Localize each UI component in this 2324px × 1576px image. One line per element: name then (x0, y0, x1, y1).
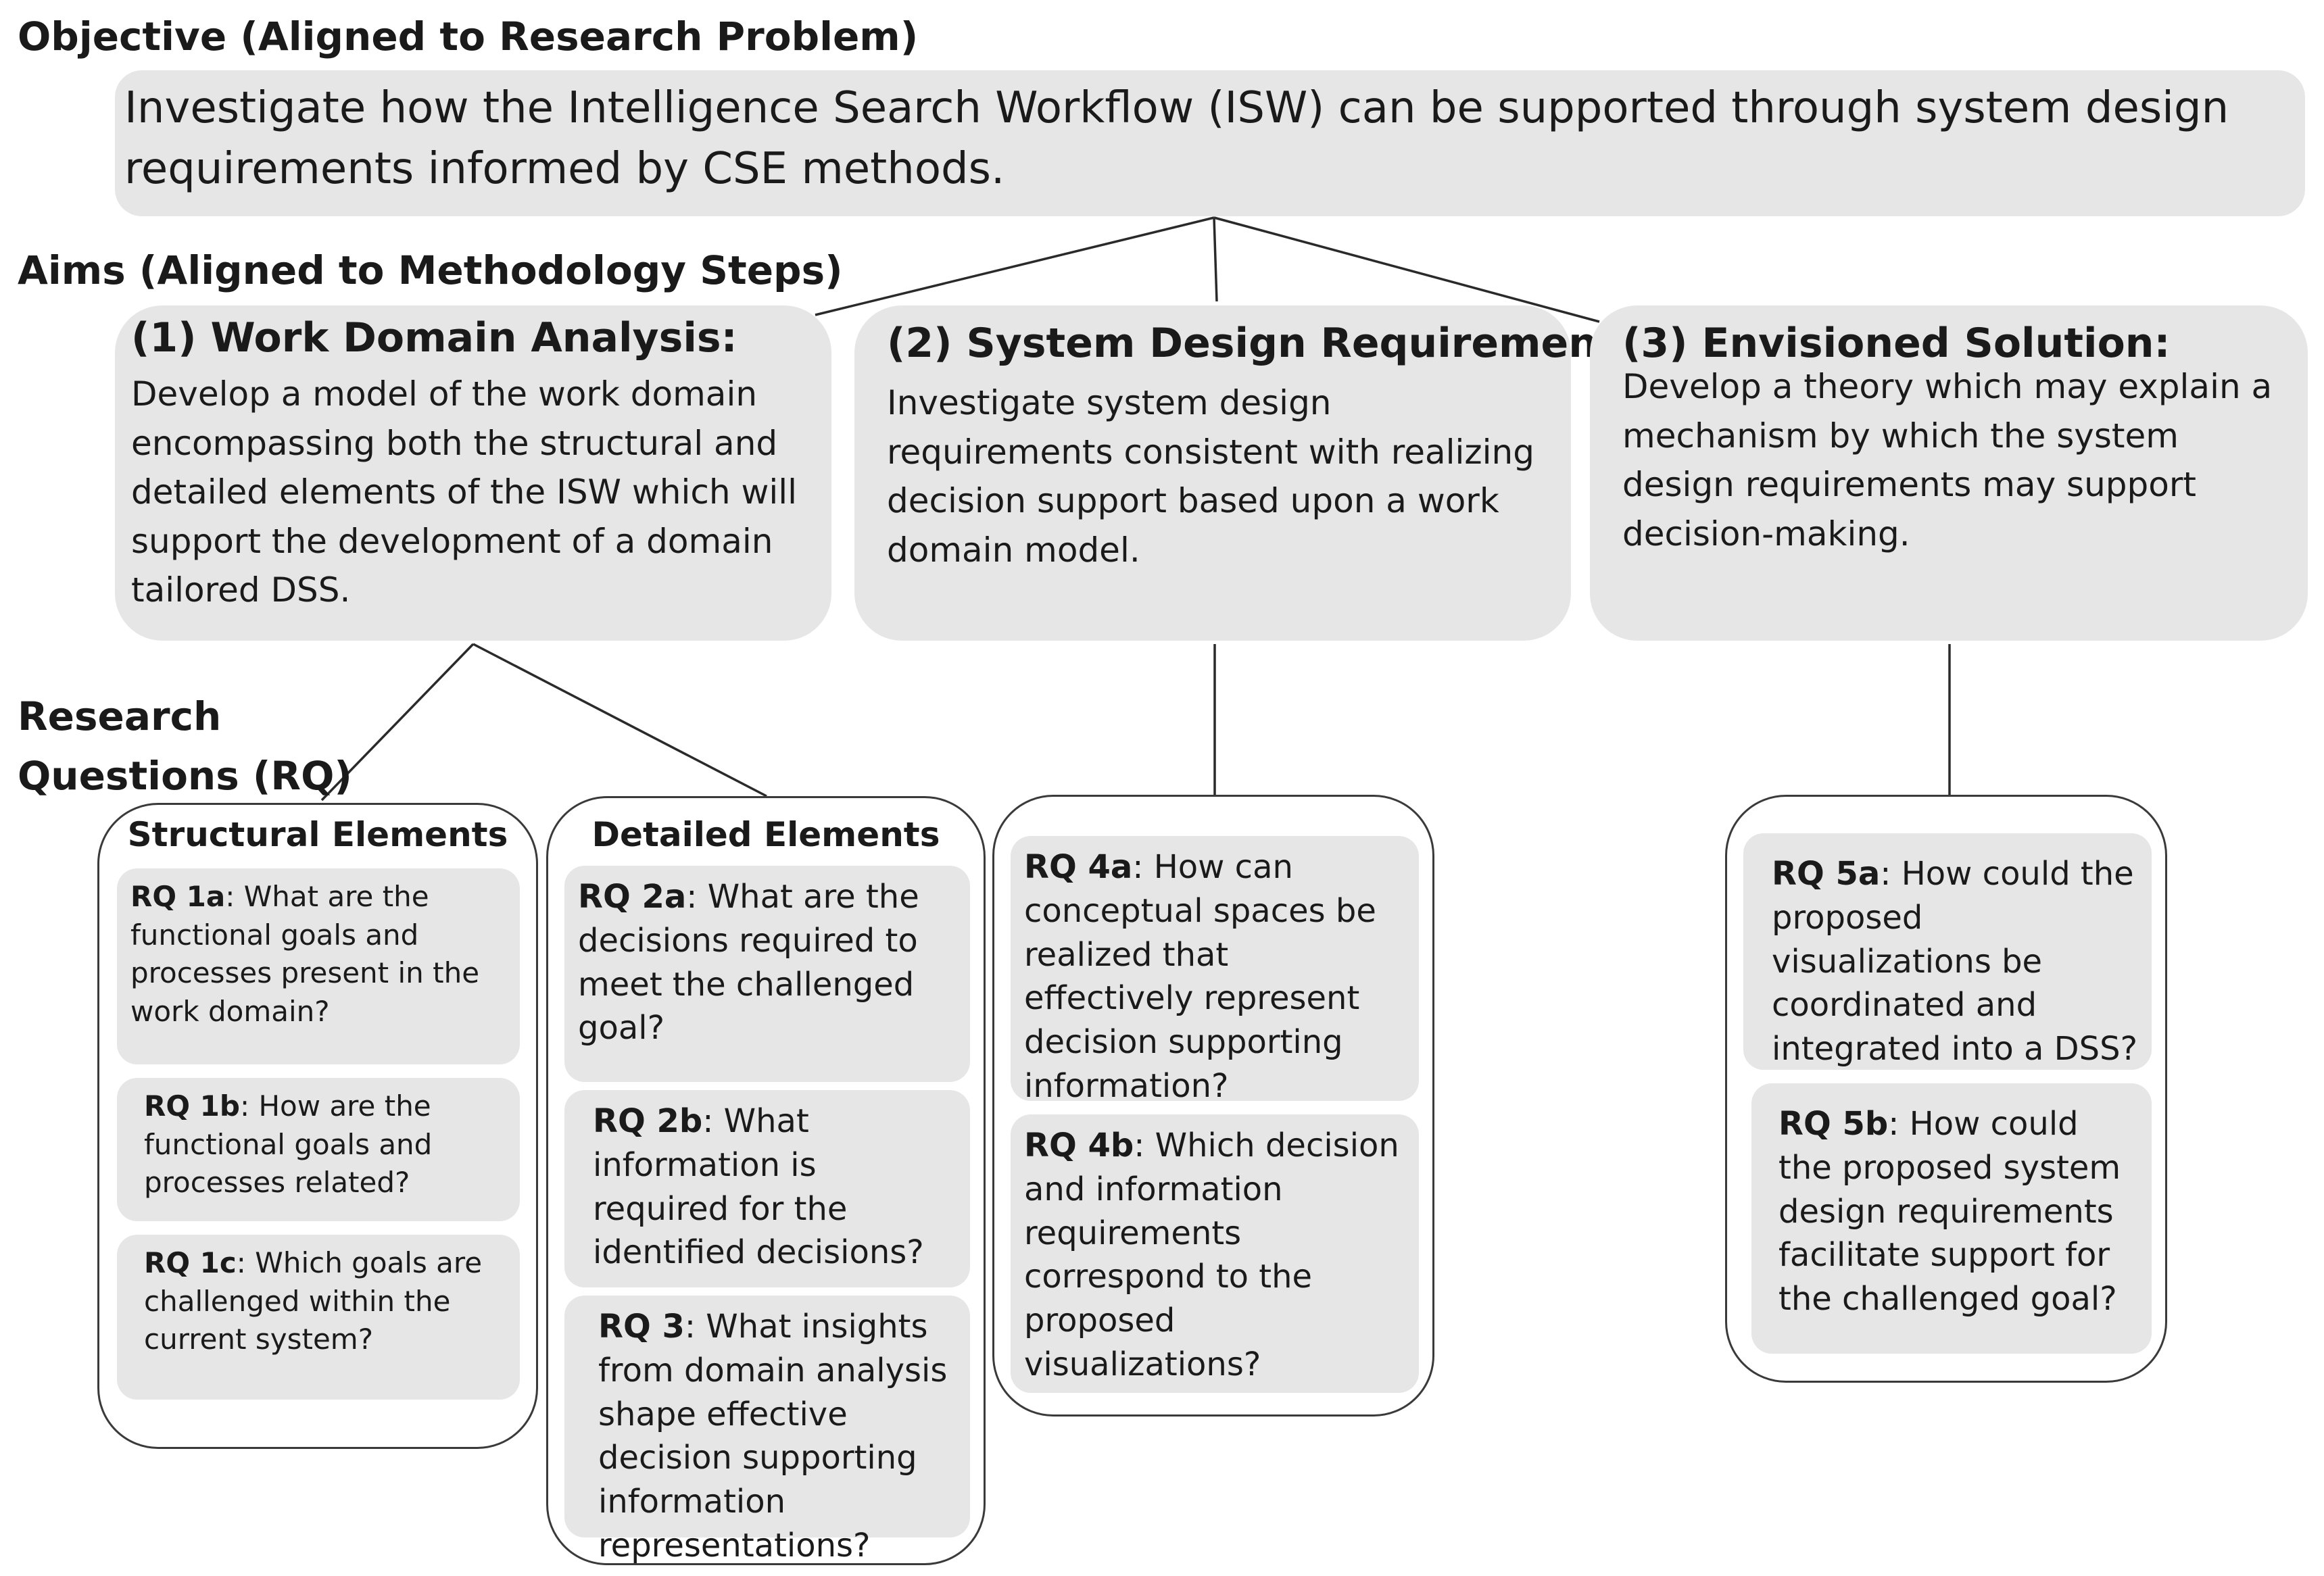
rq-2a-box: RQ 2a: What are the decisions required t… (564, 866, 970, 1082)
aim-text: Develop a theory which may explain a mec… (1622, 367, 2273, 553)
rq-4a-box: RQ 4a: How can conceptual spaces be real… (1011, 836, 1419, 1105)
group-title: Structural Elements (127, 815, 508, 854)
connector-objective-aim2 (1213, 217, 1218, 302)
rq-id: RQ 5a (1772, 855, 1881, 893)
aim-envisioned-solution: (3) Envisioned Solution: Develop a theor… (1590, 305, 2308, 641)
rq-text: : Which decision and information require… (1024, 1127, 1399, 1383)
rq-text: : How can conceptual spaces be realized … (1024, 848, 1376, 1105)
rq-text: : How could the proposed visualizations … (1772, 855, 2138, 1068)
connector-objective-aim3 (1213, 216, 1600, 323)
rq-heading-line1: Research (18, 693, 222, 739)
aim-text: Investigate system design requirements c… (887, 383, 1534, 570)
rq-id: RQ 1c (144, 1246, 237, 1279)
aim-work-domain-analysis: (1) Work Domain Analysis: Develop a mode… (115, 305, 831, 641)
rq-3-box: RQ 3: What insights from domain analysis… (564, 1296, 970, 1565)
connector-aim1-structural (320, 643, 475, 802)
rq-id: RQ 5b (1778, 1105, 1889, 1143)
group-title: Detailed Elements (591, 815, 940, 854)
aim-text: Develop a model of the work domain encom… (131, 374, 798, 610)
rq-text: : What are the decisions required to mee… (578, 878, 919, 1048)
rq-text: : What insights from domain analysis sha… (598, 1308, 948, 1565)
rq-id: RQ 4b (1024, 1127, 1134, 1164)
rq-heading-line2: Questions (RQ) (18, 753, 352, 799)
objective-heading: Objective (Aligned to Research Problem) (18, 14, 919, 59)
rq-id: RQ 2b (593, 1102, 703, 1140)
rq-id: RQ 4a (1024, 848, 1133, 886)
rq-text: : How are the functional goals and proce… (144, 1089, 433, 1200)
rq-4b-box: RQ 4b: Which decision and information re… (1011, 1114, 1419, 1393)
connector-aim1-detailed (473, 643, 767, 797)
rq-text: : What are the functional goals and proc… (130, 880, 480, 1029)
detailed-elements-group: Detailed Elements RQ 2a: What are the de… (546, 796, 986, 1565)
rq-5b-box: RQ 5b: How could the proposed system des… (1751, 1083, 2152, 1354)
rq-text: : How could the proposed system design r… (1778, 1105, 2121, 1319)
rq-5a-box: RQ 5a: How could the proposed visualizat… (1743, 833, 2152, 1070)
rq-id: RQ 2a (578, 878, 687, 916)
aim-title: (1) Work Domain Analysis: (131, 314, 737, 362)
structural-elements-group: Structural Elements RQ 1a: What are the … (97, 803, 538, 1449)
rq5-group: RQ 5a: How could the proposed visualizat… (1725, 795, 2167, 1383)
rq-text: : Which goals are challenged within the … (144, 1246, 483, 1356)
objective-box: Investigate how the Intelligence Search … (115, 70, 2305, 216)
connector-objective-aim1 (815, 216, 1215, 316)
rq-id: RQ 3 (598, 1308, 685, 1346)
aim-system-design-requirements: (2) System Design Requirements: Investig… (854, 305, 1657, 641)
rq4-group: RQ 4a: How can conceptual spaces be real… (992, 795, 1434, 1417)
rq-id: RQ 1a (130, 880, 226, 913)
rq-1c-box: RQ 1c: Which goals are challenged within… (117, 1235, 520, 1400)
rq-1b-box: RQ 1b: How are the functional goals and … (117, 1078, 520, 1221)
aim-title: (2) System Design Requirements: (887, 320, 1657, 367)
rq-text: : What information is required for the i… (593, 1102, 924, 1272)
rq-id: RQ 1b (144, 1089, 240, 1123)
aim-title: (3) Envisioned Solution: (1622, 320, 2171, 367)
rq-1a-box: RQ 1a: What are the functional goals and… (117, 868, 520, 1064)
rq-2b-box: RQ 2b: What information is required for … (564, 1090, 970, 1287)
aims-heading: Aims (Aligned to Methodology Steps) (18, 247, 843, 293)
